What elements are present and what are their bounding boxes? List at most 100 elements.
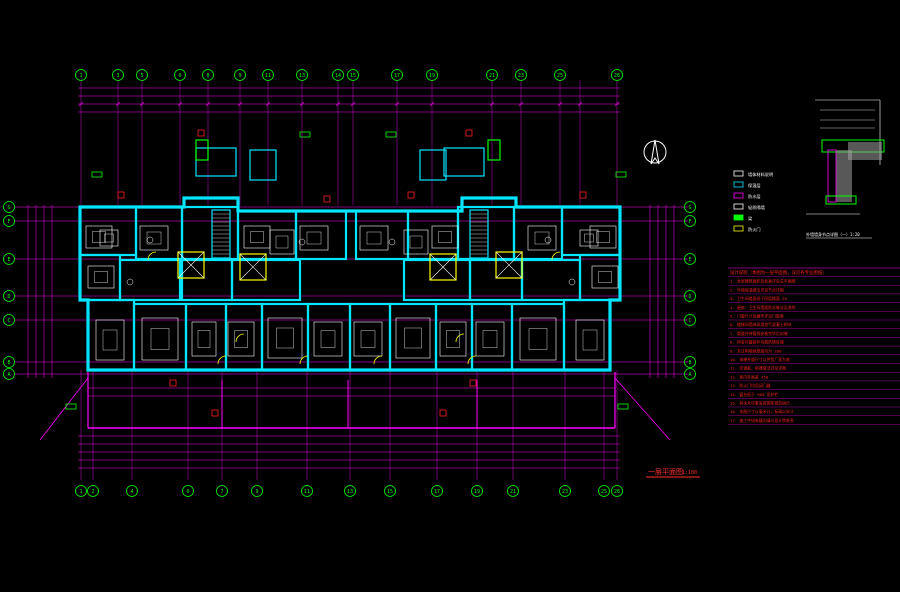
- sink-icon: [568, 278, 576, 286]
- dimension-tick: [614, 101, 620, 107]
- axis-right-label: G: [688, 205, 691, 211]
- section-marker: [169, 379, 177, 387]
- furniture-detail: [197, 330, 211, 348]
- furniture-detail: [438, 231, 452, 243]
- axis-right-circle: [684, 253, 696, 265]
- axis-right-circle: [684, 215, 696, 227]
- axis-top-label: 19: [429, 73, 435, 79]
- note-line: 2. 外墙保温做法详见节点详图: [730, 287, 784, 292]
- furniture-detail: [276, 327, 294, 349]
- axis-top-label: 15: [350, 73, 356, 79]
- axis-top-label: 1: [79, 73, 82, 79]
- furniture: [439, 321, 467, 357]
- dimension-tick: [299, 101, 305, 107]
- axis-bottom-circle: [344, 485, 356, 497]
- axis-bottom-circle: [611, 485, 623, 497]
- legend-swatch: [733, 192, 744, 199]
- furniture-detail: [482, 330, 498, 348]
- window-marker: [91, 171, 103, 178]
- furniture: [353, 321, 383, 357]
- axis-bottom-circle: [87, 485, 99, 497]
- entry-column: [487, 139, 501, 161]
- legend-item: 轻质隔墙: [748, 204, 765, 211]
- axis-top-circle: [296, 69, 308, 81]
- note-line: 3. 卫生间楼面低于同层楼面 20: [730, 296, 788, 301]
- axis-bottom-label: 21: [510, 489, 516, 495]
- legend-item: 防火门: [748, 226, 761, 233]
- note-line: 1. 本层建筑面积及标高详见总平面图: [730, 279, 795, 284]
- section-marker: [211, 409, 219, 417]
- dimension-tick: [518, 101, 524, 107]
- axis-right-circle: [684, 201, 696, 213]
- note-line: 12. 室内外高差 450: [730, 374, 769, 379]
- axis-top-label: 26: [614, 73, 620, 79]
- leader-line: [39, 377, 89, 441]
- furniture-detail: [275, 235, 289, 249]
- dimension-tick: [265, 101, 271, 107]
- wall-layer: [78, 139, 622, 372]
- axis-bottom-label: 25: [601, 489, 607, 495]
- floor-plan-scale: 1:100: [682, 470, 697, 476]
- axis-bottom-circle: [251, 485, 263, 497]
- sink-icon: [388, 238, 396, 246]
- axis-left-label: D: [7, 294, 10, 300]
- axis-top-label: 5: [140, 73, 143, 79]
- axis-bottom-circle: [126, 485, 138, 497]
- axis-right-label: E: [688, 257, 691, 263]
- stair-wall: [211, 209, 231, 259]
- furniture: [359, 225, 389, 251]
- legend-item: 防水层: [748, 193, 761, 200]
- axis-top-circle: [262, 69, 274, 81]
- note-line: 6. 楼梯间墙体采用加气混凝土砌块: [730, 322, 792, 327]
- furniture: [269, 229, 295, 255]
- axis-left-label: B: [7, 360, 10, 366]
- legend-swatch: [733, 225, 744, 232]
- axis-left-circle: [3, 314, 15, 326]
- furniture-detail: [404, 327, 422, 349]
- axis-right-label: C: [688, 318, 691, 324]
- elevator-cross: [429, 253, 457, 281]
- axis-right-label: F: [688, 219, 691, 225]
- sink-icon: [146, 236, 154, 244]
- axis-bottom-label: 1: [79, 489, 82, 495]
- furniture-detail: [150, 328, 170, 350]
- axis-bottom-label: 19: [474, 489, 480, 495]
- furniture: [95, 319, 125, 361]
- axis-top-circle: [332, 69, 344, 81]
- elevator-shaft: [239, 253, 267, 281]
- note-line: 4. 厨房、卫生间墙面防水做法见说明: [730, 305, 795, 310]
- axis-top-circle: [112, 69, 124, 81]
- furniture: [395, 317, 431, 359]
- sink-icon: [126, 278, 134, 286]
- furniture: [403, 229, 429, 255]
- axis-top-label: 3: [116, 73, 119, 79]
- section-marker: [469, 379, 477, 387]
- sink-icon: [544, 236, 552, 244]
- axis-right-circle: [684, 368, 696, 380]
- legend-swatch: [733, 170, 744, 177]
- window-marker: [385, 131, 397, 138]
- axis-bottom-label: 26: [614, 489, 620, 495]
- furniture: [475, 321, 505, 357]
- section-marker: [117, 191, 125, 199]
- window-marker: [615, 171, 627, 178]
- furniture: [139, 225, 169, 251]
- legend-item: 梁: [748, 215, 753, 222]
- door-swing: [455, 333, 465, 343]
- axis-left-label: G: [7, 205, 10, 211]
- door-swing: [467, 355, 477, 365]
- legend-item: 保温层: [748, 182, 761, 189]
- furniture-detail: [94, 271, 108, 283]
- note-line: 9. 未注明墙体厚度均为 200: [730, 348, 782, 353]
- axis-bottom-label: 2: [91, 489, 94, 495]
- axis-top-circle: [426, 69, 438, 81]
- entry-column: [195, 139, 209, 161]
- entry-porch: [195, 147, 237, 177]
- axis-bottom-circle: [75, 485, 87, 497]
- axis-top-label: 17: [394, 73, 400, 79]
- furniture: [519, 317, 557, 361]
- axis-top-circle: [391, 69, 403, 81]
